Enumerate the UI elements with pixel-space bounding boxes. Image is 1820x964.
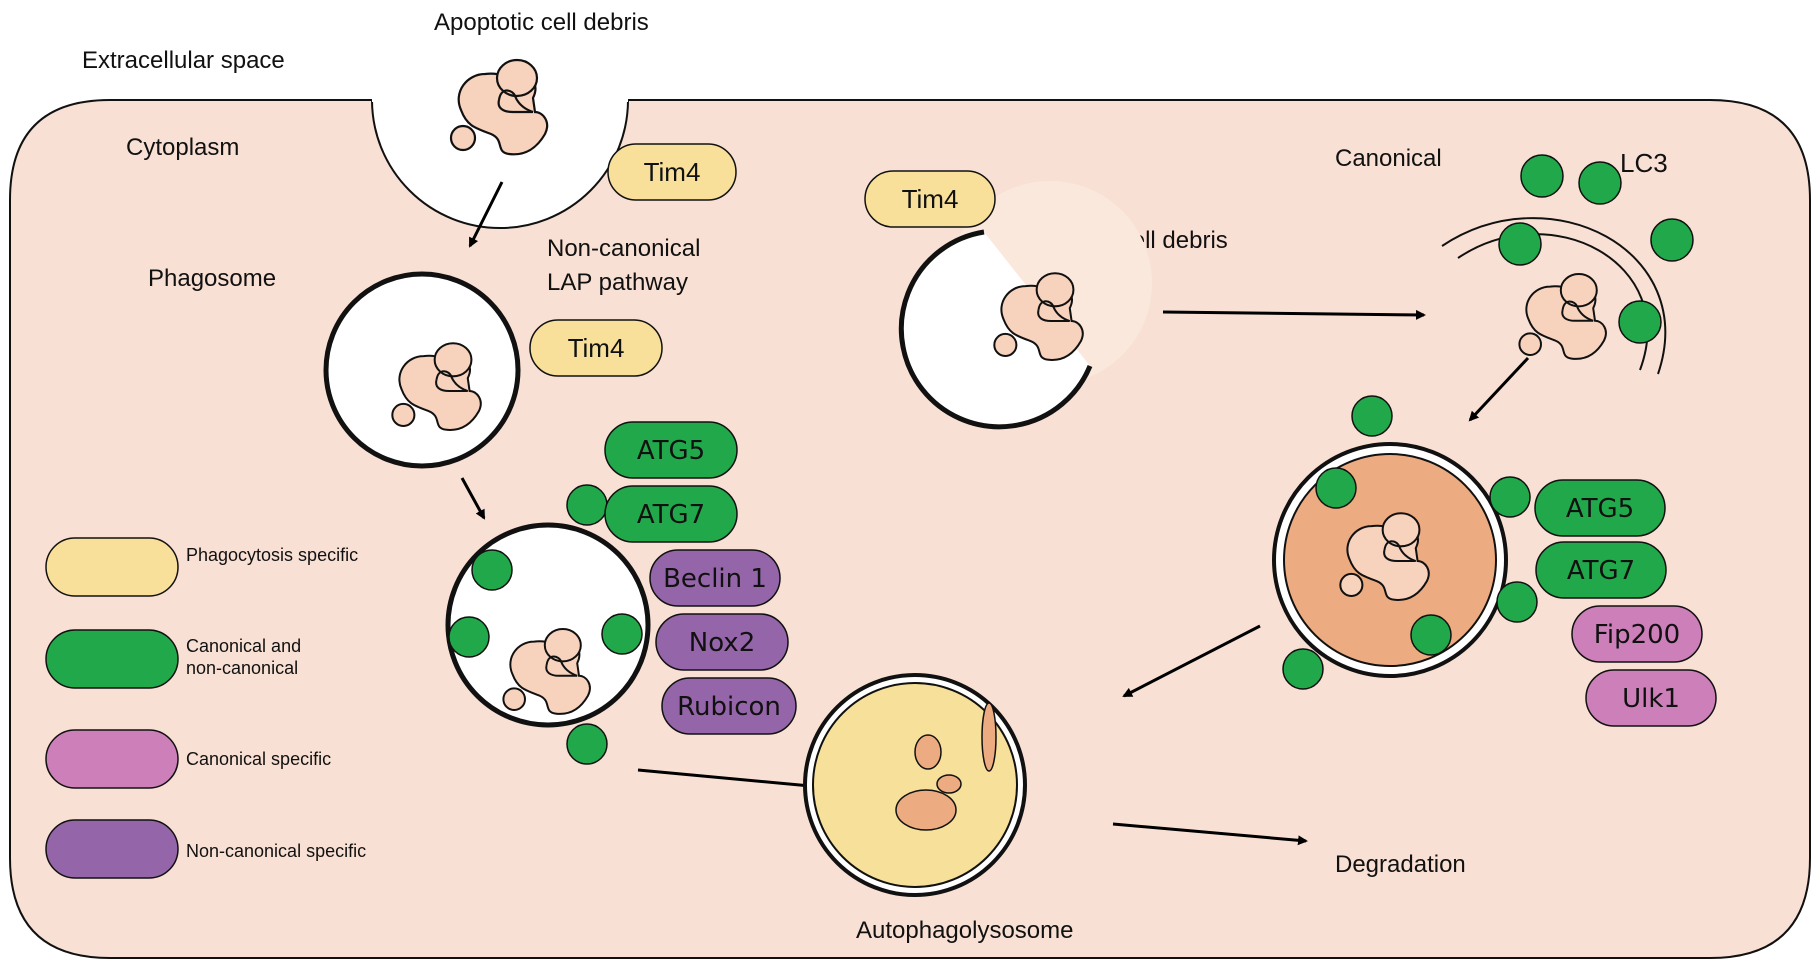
atg5-pill-left: ATG5: [604, 421, 738, 479]
lc3-dot: [566, 484, 608, 526]
degraded-fragment: [914, 734, 942, 770]
fip200-pill: Fip200: [1571, 605, 1703, 663]
legend-label-line2: non-canonical: [186, 658, 298, 678]
atg5-pill-left-text: ATG5: [637, 436, 705, 466]
apoptotic-debris-top: [449, 58, 549, 156]
noncanonical-label-line1: Non-canonical: [547, 235, 700, 262]
noncanonical-label-line2: LAP pathway: [547, 269, 688, 296]
lc3-dot: [1496, 581, 1538, 623]
legend-item-both: Canonical and non-canonical: [45, 629, 301, 689]
lc3-label: LC3: [1620, 148, 1668, 178]
legend-swatch: [45, 819, 179, 879]
rubicon-pill: Rubicon: [661, 677, 797, 735]
autophagolysosome-inner: [812, 682, 1018, 888]
arrow-to-degradation: [1112, 822, 1308, 846]
legend-label: Canonical specific: [186, 749, 331, 769]
autophagolysosome-label: Autophagolysosome: [856, 917, 1073, 944]
lc3-dot: [1282, 648, 1324, 690]
atg7-pill-right-text: ATG7: [1567, 556, 1635, 586]
phagophore-membrane-outer: [1441, 217, 1666, 375]
arrow-debris-to-canonical: [1162, 309, 1426, 320]
lc3-dot: [566, 723, 608, 765]
lc3-dot: [1315, 467, 1357, 509]
atg7-pill-left: ATG7: [604, 485, 738, 543]
legend-label: Phagocytosis specific: [186, 545, 358, 565]
atg5-pill-right: ATG5: [1534, 479, 1666, 537]
tim4-pill-phagosome-text: Tim4: [568, 333, 625, 363]
lc3-dot: [1351, 395, 1393, 437]
arrow-lap-to-autophagolysosome: [637, 768, 834, 793]
canonical-label: Canonical: [1335, 145, 1442, 172]
legend-label: Non-canonical specific: [186, 841, 366, 861]
ulk1-pill: Ulk1: [1585, 669, 1717, 727]
lc3-dot: [1520, 154, 1564, 198]
tim4-pill-middle-text: Tim4: [902, 184, 959, 214]
lc3-dot: [1498, 222, 1542, 266]
beclin1-pill-text: Beclin 1: [663, 564, 767, 594]
extracellular-space-label: Extracellular space: [82, 47, 285, 74]
lc3-dot: [1618, 300, 1662, 344]
atg5-pill-right-text: ATG5: [1566, 494, 1634, 524]
beclin1-pill: Beclin 1: [649, 549, 781, 607]
tim4-pill-top-text: Tim4: [644, 157, 701, 187]
legend-swatch: [45, 537, 179, 597]
lc3-dot: [1489, 476, 1531, 518]
legend-swatch: [45, 629, 179, 689]
arrow-phagophore-to-autophagosome: [1468, 356, 1530, 422]
phagosome-label: Phagosome: [148, 265, 276, 292]
fip200-pill-text: Fip200: [1594, 620, 1680, 650]
atg7-pill-right: ATG7: [1535, 541, 1667, 599]
nox2-pill-text: Nox2: [689, 628, 756, 658]
tim4-pill-top: Tim4: [607, 143, 737, 201]
lc3-dot: [471, 549, 513, 591]
arrow-phagosome-to-lap: [460, 477, 486, 520]
tim4-pill-phagosome: Tim4: [529, 319, 663, 377]
engulfing-cup: [898, 229, 1093, 430]
ulk1-pill-text: Ulk1: [1622, 684, 1680, 714]
legend-item-canonical: Canonical specific: [45, 729, 331, 789]
legend: Phagocytosis specific Canonical and non-…: [45, 537, 366, 879]
lc3-dot: [1578, 161, 1622, 205]
legend-label-line1: Canonical and: [186, 636, 301, 656]
legend-item-noncanonical: Non-canonical specific: [45, 819, 366, 879]
rubicon-pill-text: Rubicon: [677, 692, 781, 722]
arrow-engulf-to-phagosome: [468, 181, 504, 248]
atg7-pill-left-text: ATG7: [637, 500, 705, 530]
legend-item-phagocytosis: Phagocytosis specific: [45, 537, 358, 597]
legend-swatch: [45, 729, 179, 789]
degradation-label: Degradation: [1335, 851, 1466, 878]
lc3-dot: [1650, 218, 1694, 262]
degraded-fragment: [895, 789, 957, 831]
lc3-dot: [448, 616, 490, 658]
degraded-fragment: [936, 774, 962, 794]
lc3-dot: [1410, 614, 1452, 656]
cytoplasm-label: Cytoplasm: [126, 134, 239, 161]
lc3-dot: [601, 613, 643, 655]
degraded-fragment: [981, 702, 997, 772]
tim4-pill-middle: Tim4: [864, 170, 996, 228]
debris-top-label: Apoptotic cell debris: [434, 9, 649, 36]
arrow-autophagosome-to-autophagolysosome: [1122, 624, 1261, 698]
nox2-pill: Nox2: [655, 613, 789, 671]
